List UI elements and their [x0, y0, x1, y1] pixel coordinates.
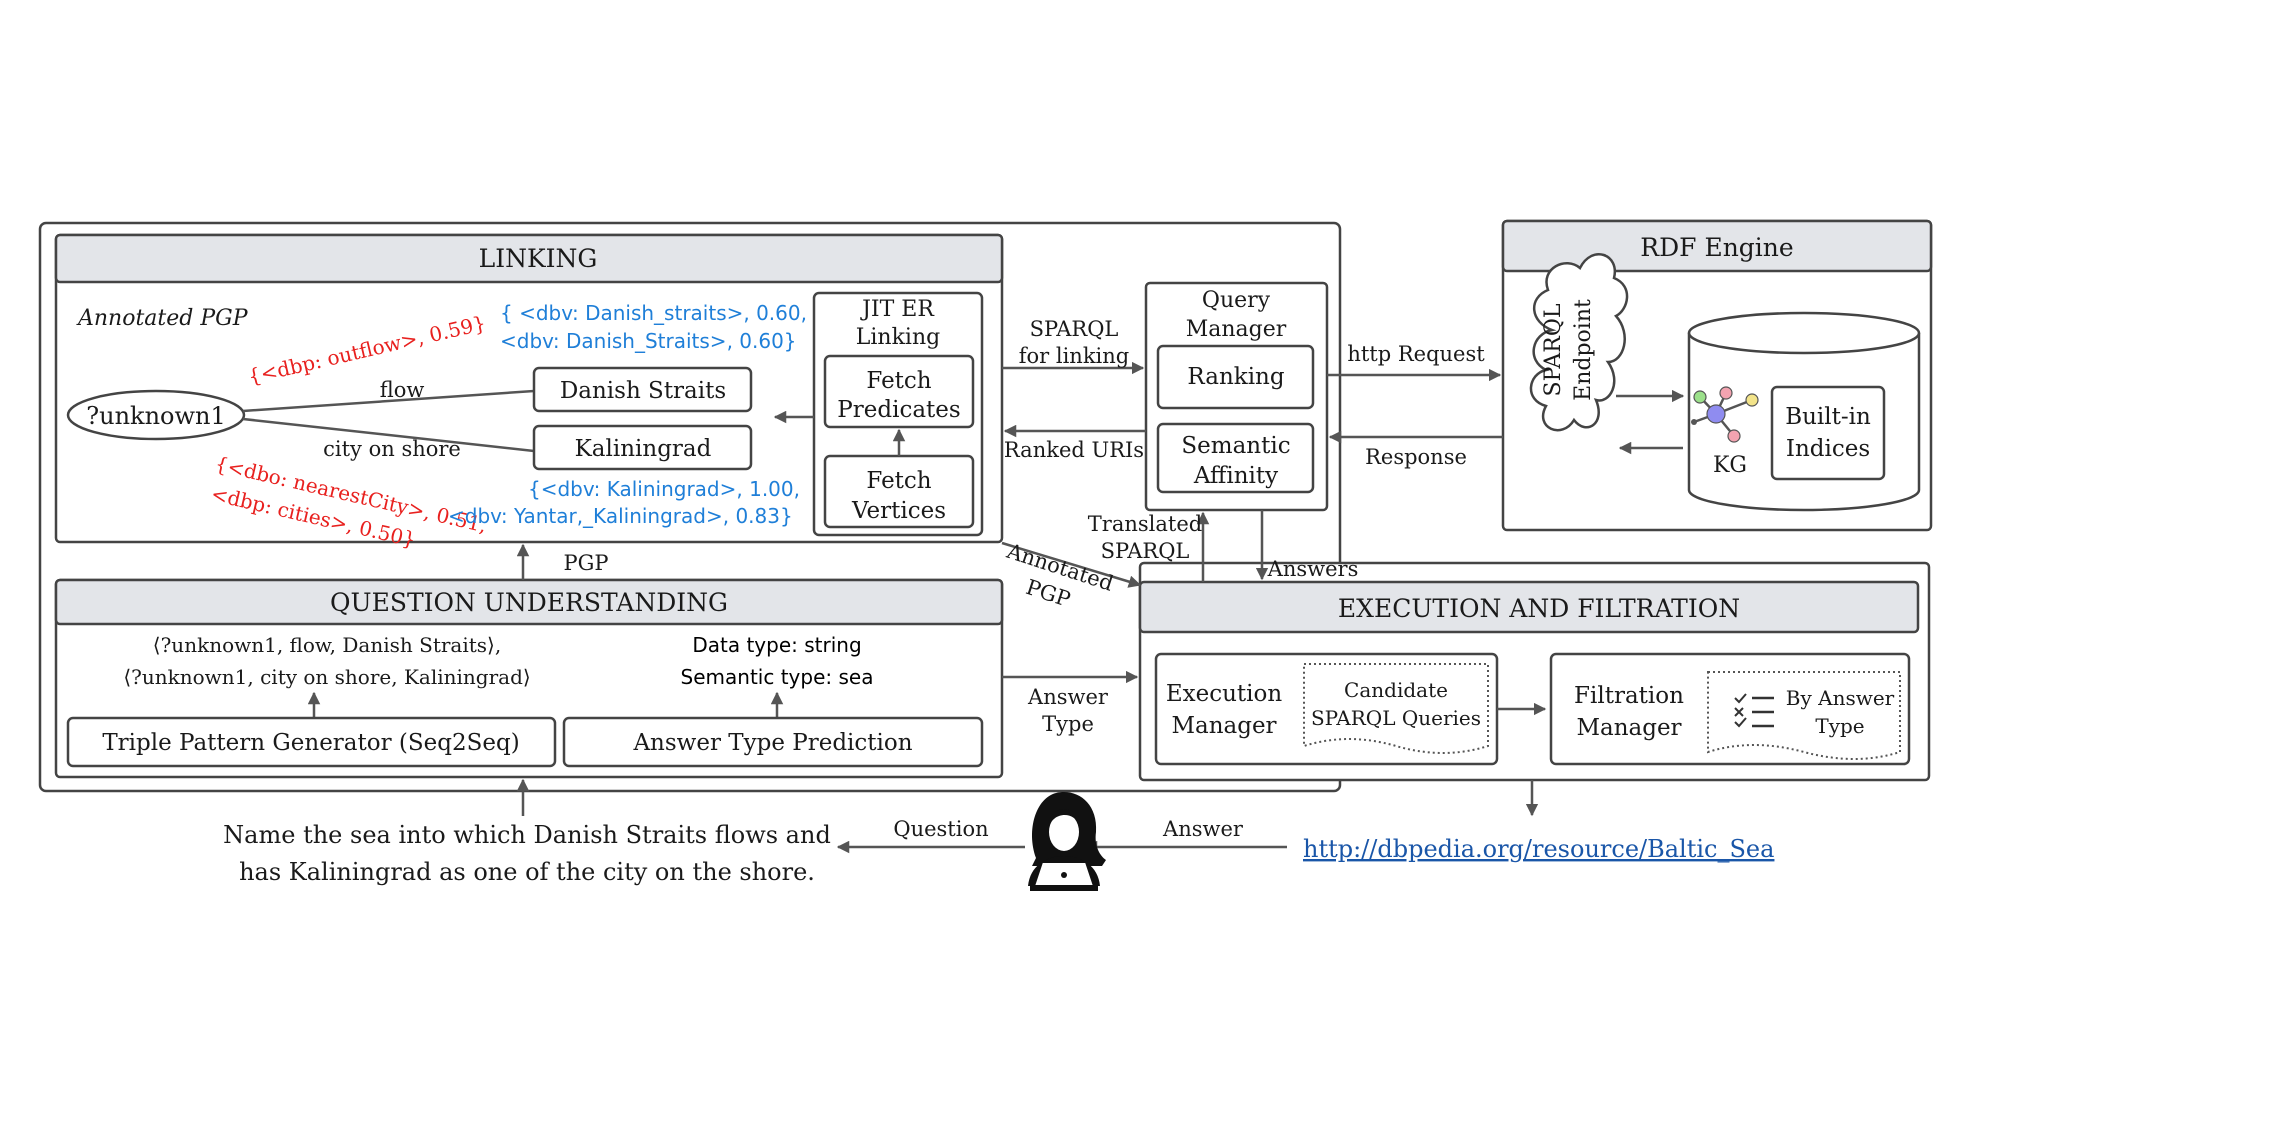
by-answer-type-doc: [1707, 671, 1901, 760]
checklist-icon: [1734, 693, 1774, 728]
sparql-endpoint-label-1: SPARQL: [1541, 303, 1566, 396]
built-in-indices: [1770, 385, 1886, 481]
answer-type-prediction-label: Answer Type Prediction: [632, 730, 912, 756]
ranked-uris-label: Ranked URIs: [1004, 438, 1144, 462]
fetch-predicates: [823, 354, 975, 429]
entity-kaliningrad: [532, 424, 753, 471]
entity-annotation-kaliningrad-2: <dbv: Yantar,_Kaliningrad>, 0.83}: [448, 504, 793, 528]
entity-danish-straits-label: Danish Straits: [560, 378, 726, 404]
by-answer-type-label-2: Type: [1815, 714, 1864, 738]
answer-type-label-1: Answer: [1027, 685, 1109, 709]
execution-manager-label-1: Execution: [1166, 681, 1283, 707]
by-answer-type-label-1: By Answer: [1786, 686, 1895, 710]
question-label: Question: [893, 817, 988, 841]
pgp-label: PGP: [563, 551, 608, 575]
answers-label: Answers: [1267, 557, 1359, 581]
semantic-affinity-box: [1156, 422, 1315, 494]
rdf-engine: RDF Engine SPARQL Endpoint KG Built-in I…: [1501, 219, 1933, 532]
response-label: Response: [1365, 445, 1467, 469]
sparql-endpoint-cloud: [1529, 253, 1629, 432]
answer-label: Answer: [1162, 817, 1244, 841]
linking-module: LINKING Annotated PGP ?unknown1 flow cit…: [54, 233, 1004, 552]
built-in-indices-label-1: Built-in: [1785, 404, 1871, 430]
candidate-queries-label-1: Candidate: [1344, 678, 1448, 702]
candidate-queries-label-2: SPARQL Queries: [1311, 706, 1481, 730]
kg-label: KG: [1713, 453, 1747, 478]
question-understanding-module: QUESTION UNDERSTANDING ⟨?unknown1, flow,…: [54, 578, 1004, 779]
entity-annotation-danish-1: { <dbv: Danish_straits>, 0.60,: [500, 301, 807, 325]
execution-manager-label-2: Manager: [1171, 713, 1276, 739]
execution-filtration-module: EXECUTION AND FILTRATION Execution Manag…: [1138, 561, 1931, 782]
triple-pattern-generator: [66, 716, 557, 768]
ranking-box: [1156, 344, 1315, 410]
http-request-label: http Request: [1347, 342, 1485, 366]
answer-link[interactable]: http://dbpedia.org/resource/Baltic_Sea: [1303, 835, 1774, 863]
entity-annotation-danish-2: <dbv: Danish_Straits>, 0.60}: [500, 329, 797, 353]
annotated-pgp-arrow: [1001, 541, 1142, 588]
entity-danish-straits: [532, 366, 753, 413]
linking-title: LINKING: [479, 244, 598, 273]
user-with-laptop-icon: [1028, 792, 1106, 891]
sparql-endpoint-label-2: Endpoint: [1571, 299, 1596, 401]
qu-title: QUESTION UNDERSTANDING: [330, 588, 728, 617]
query-manager-label-1: Query: [1202, 288, 1271, 313]
knowledge-graph-icon: [1691, 386, 1759, 443]
edge-flow: [242, 389, 535, 413]
rdf-engine-title: RDF Engine: [1640, 233, 1793, 262]
jit-label-1: JIT ER: [860, 297, 935, 322]
exec-header: [1138, 580, 1920, 634]
flow-arrows: SPARQL for linking Ranked URIs http Requ…: [516, 317, 1539, 854]
question-text-line-2: has Kaliningrad as one of the city on th…: [239, 858, 815, 886]
unknown-node: [66, 389, 246, 441]
answer-type-label-2: Type: [1042, 712, 1094, 736]
qu-header: [54, 578, 1004, 626]
filtration-manager-label-2: Manager: [1576, 715, 1681, 741]
exec-title: EXECUTION AND FILTRATION: [1338, 594, 1740, 623]
ranking-label: Ranking: [1187, 364, 1284, 390]
triple-pattern-generator-label: Triple Pattern Generator (Seq2Seq): [102, 730, 519, 756]
semantic-type-label: Semantic type: sea: [681, 665, 874, 689]
entity-annotation-kaliningrad-1: {<dbv: Kaliningrad>, 1.00,: [528, 477, 800, 501]
translated-sparql-label-2: SPARQL: [1101, 539, 1190, 563]
edge-city-on-shore: [242, 417, 535, 453]
semantic-affinity-label-2: Affinity: [1193, 463, 1278, 489]
jit-label-2: Linking: [856, 325, 940, 350]
data-type-label: Data type: string: [692, 633, 861, 657]
query-manager-label-2: Manager: [1186, 317, 1287, 342]
candidate-queries-doc: [1303, 663, 1489, 754]
translated-sparql-label-1: Translated: [1088, 512, 1202, 536]
semantic-affinity-label-1: Semantic: [1181, 433, 1290, 459]
triples-line-1: ⟨?unknown1, flow, Danish Straits⟩,: [153, 633, 501, 657]
annotated-pgp-label: Annotated PGP: [76, 306, 249, 331]
sparql-linking-label-1: SPARQL: [1030, 317, 1119, 341]
fetch-vertices-label-1: Fetch: [866, 468, 931, 494]
sparql-linking-label-2: for linking: [1019, 344, 1130, 368]
unknown-node-label: ?unknown1: [86, 402, 226, 430]
edge-flow-label: flow: [380, 378, 425, 402]
linking-header: [54, 233, 1004, 284]
query-manager: Query Manager Ranking Semantic Affinity: [1144, 281, 1329, 512]
entity-kaliningrad-label: Kaliningrad: [575, 436, 712, 462]
filtration-manager-label-1: Filtration: [1574, 683, 1684, 709]
edge-city-label: city on shore: [323, 437, 461, 461]
question-text-line-1: Name the sea into which Danish Straits f…: [223, 821, 831, 849]
fetch-predicates-label-1: Fetch: [866, 368, 931, 394]
built-in-indices-label-2: Indices: [1786, 436, 1870, 462]
fetch-predicates-label-2: Predicates: [837, 397, 960, 423]
fetch-vertices-label-2: Vertices: [851, 498, 946, 524]
triples-line-2: ⟨?unknown1, city on shore, Kaliningrad⟩: [123, 665, 530, 689]
answer-type-prediction: [562, 716, 984, 768]
